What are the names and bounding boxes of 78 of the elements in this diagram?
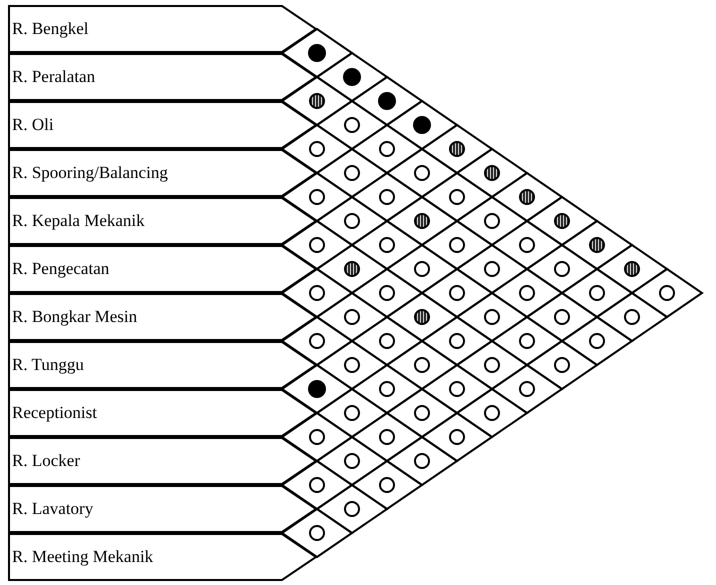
open-circle-symbol [413, 260, 431, 278]
open-circle-symbol [308, 476, 326, 494]
open-circle-symbol [378, 188, 396, 206]
open-circle-symbol [448, 380, 466, 398]
filled-dot-symbol [377, 91, 397, 111]
open-circle-symbol [308, 524, 326, 542]
open-circle-symbol [413, 164, 431, 182]
hatched-dot-symbol [308, 92, 326, 110]
open-circle-symbol [308, 140, 326, 158]
open-circle-symbol [518, 380, 536, 398]
open-circle-symbol [448, 188, 466, 206]
hatched-dot-symbol [553, 212, 571, 230]
room-name: R. Pengecatan [12, 259, 110, 279]
open-circle-symbol [308, 188, 326, 206]
hatched-dot-symbol [413, 308, 431, 326]
open-circle-symbol [448, 236, 466, 254]
open-circle-symbol [483, 404, 501, 422]
open-circle-symbol [378, 140, 396, 158]
room-name: R. Meeting Mekanik [12, 547, 154, 567]
open-circle-symbol [518, 236, 536, 254]
room-name: R. Bongkar Mesin [12, 307, 138, 327]
open-circle-symbol [343, 500, 361, 518]
open-circle-symbol [308, 284, 326, 302]
open-circle-symbol [308, 236, 326, 254]
open-circle-symbol [413, 404, 431, 422]
open-circle-symbol [378, 332, 396, 350]
room-name: R. Locker [12, 451, 80, 471]
open-circle-symbol [623, 308, 641, 326]
open-circle-symbol [518, 284, 536, 302]
hatched-dot-symbol [588, 236, 606, 254]
open-circle-symbol [308, 332, 326, 350]
open-circle-symbol [413, 452, 431, 470]
open-circle-symbol [483, 308, 501, 326]
room-name: R. Peralatan [12, 67, 96, 87]
open-circle-symbol [483, 260, 501, 278]
open-circle-symbol [308, 428, 326, 446]
open-circle-symbol [448, 332, 466, 350]
open-circle-symbol [378, 236, 396, 254]
room-name: R. Kepala Mekanik [12, 211, 145, 231]
open-circle-symbol [553, 356, 571, 374]
open-circle-symbol [343, 164, 361, 182]
hatched-dot-symbol [483, 164, 501, 182]
open-circle-symbol [343, 452, 361, 470]
open-circle-symbol [553, 308, 571, 326]
filled-dot-symbol [412, 115, 432, 135]
open-circle-symbol [343, 356, 361, 374]
open-circle-symbol [378, 428, 396, 446]
hatched-dot-symbol [343, 260, 361, 278]
filled-dot-symbol [307, 43, 327, 63]
open-circle-symbol [378, 476, 396, 494]
open-circle-symbol [343, 404, 361, 422]
hatched-dot-symbol [623, 260, 641, 278]
open-circle-symbol [483, 212, 501, 230]
room-name: R. Spooring/Balancing [12, 163, 168, 183]
open-circle-symbol [343, 308, 361, 326]
open-circle-symbol [588, 332, 606, 350]
room-name: R. Bengkel [12, 19, 88, 39]
hatched-dot-symbol [413, 212, 431, 230]
open-circle-symbol [378, 380, 396, 398]
open-circle-symbol [448, 284, 466, 302]
hatched-dot-symbol [448, 140, 466, 158]
open-circle-symbol [658, 284, 676, 302]
open-circle-symbol [413, 356, 431, 374]
room-name: R. Lavatory [12, 499, 94, 519]
room-name: R. Tunggu [12, 355, 84, 375]
open-circle-symbol [343, 116, 361, 134]
open-circle-symbol [378, 284, 396, 302]
open-circle-symbol [553, 260, 571, 278]
open-circle-symbol [343, 212, 361, 230]
room-name: R. Oli [12, 115, 54, 135]
open-circle-symbol [483, 356, 501, 374]
hatched-dot-symbol [518, 188, 536, 206]
filled-dot-symbol [307, 379, 327, 399]
open-circle-symbol [448, 428, 466, 446]
filled-dot-symbol [342, 67, 362, 87]
room-name: Receptionist [12, 403, 97, 423]
open-circle-symbol [518, 332, 536, 350]
open-circle-symbol [588, 284, 606, 302]
